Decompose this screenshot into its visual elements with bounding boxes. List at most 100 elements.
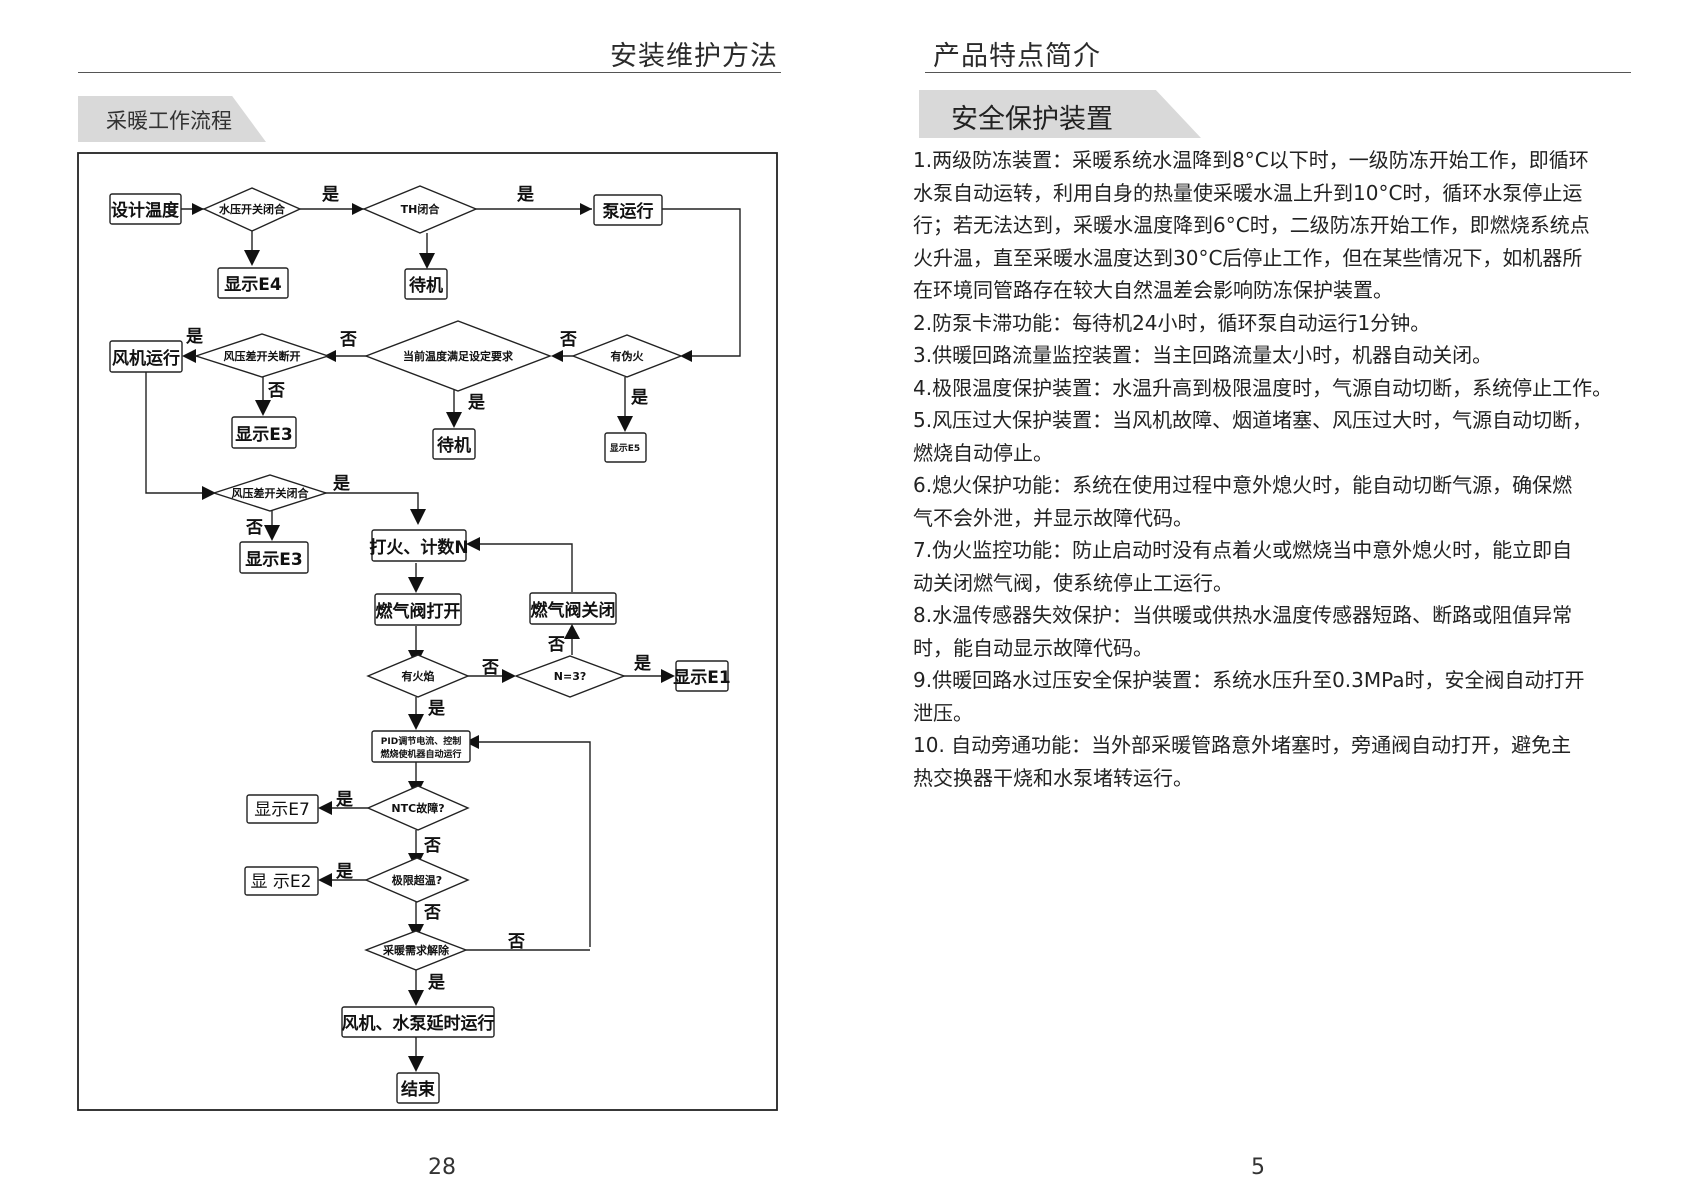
list-item: 燃烧自动停止。 (913, 440, 1053, 465)
flowchart-connectors (145, 208, 741, 1060)
list-item: 泄压。 (913, 700, 973, 725)
list-item: 3.供暖回路流量监控装置：当主回路流量太小时，机器自动关闭。 (913, 343, 1493, 367)
right-page-number: 5 (1251, 1155, 1265, 1180)
decision-wind-switch-open: 风压差开关断开 (193, 333, 331, 378)
right-page-header: 产品特点简介 (933, 41, 1101, 72)
branch-yes-label: 是 (336, 862, 353, 882)
right-header-rule (925, 72, 1631, 73)
box-label: 结束 (401, 1079, 435, 1100)
box-show-e3-a: 显示E3 (231, 416, 297, 449)
list-item: 8.水温传感器失效保护：当供暖或供热水温度传感器短路、断路或阻值异常 (913, 603, 1573, 627)
list-item: 4.极限温度保护装置：水温升高到极限温度时，气源自动切断，系统停止工作。 (913, 375, 1613, 400)
box-show-e1: 显示E1 (673, 660, 731, 692)
box-label: PID调节电流、控制 (381, 735, 461, 747)
decision-water-pressure-switch: 水压开关闭合 (202, 187, 302, 232)
box-standby-2: 待机 (432, 428, 476, 460)
list-item: 1.两级防冻装置：采暖系统水温降到8°C以下时，一级防冻开始工作，即循环 (913, 148, 1589, 172)
decision-limit-overheat: 极限超温? (364, 857, 470, 903)
box-label: 显示E4 (224, 275, 282, 295)
box-design-temp: 设计温度 (109, 193, 182, 225)
branch-no-label: 否 (423, 903, 441, 923)
box-label: 设计温度 (111, 200, 180, 221)
branch-no-label: 否 (267, 381, 285, 401)
decision-label: 风压差开关断开 (224, 349, 301, 363)
box-ignite-count: 打火、计数N (369, 529, 469, 562)
decision-label: NTC故障? (391, 801, 444, 815)
box-pump-running: 泵运行 (593, 194, 663, 226)
branch-yes-label: 是 (428, 973, 445, 993)
branch-no-label: 否 (245, 518, 263, 538)
decision-label: TH闭合 (401, 202, 441, 216)
list-item: 时，能自动显示故障代码。 (913, 635, 1153, 660)
branch-no-label: 否 (559, 330, 577, 350)
branch-no-label: 否 (547, 635, 565, 655)
list-item: 水泵自动运转，利用自身的热量使采暖水温上升到10°C时，循环水泵停止运 (913, 180, 1583, 205)
branch-no-label: 否 (481, 658, 499, 678)
branch-yes-label: 是 (634, 654, 651, 674)
decision-heat-demand-off: 采暖需求解除 (364, 930, 468, 971)
box-fan-running: 风机运行 (109, 340, 183, 373)
list-item: 气不会外泄，并显示故障代码。 (913, 505, 1193, 530)
decision-false-flame: 有伪火 (571, 334, 683, 378)
box-label: 显示E3 (245, 550, 302, 570)
branch-yes-label: 是 (186, 327, 203, 347)
box-label: 泵运行 (603, 201, 654, 222)
right-section-title: 安全保护装置 (951, 104, 1113, 135)
flowchart-frame (77, 152, 778, 1111)
decision-has-flame: 有火焰 (366, 654, 470, 698)
box-show-e7: 显示E7 (246, 794, 319, 824)
box-label: 待机 (437, 435, 471, 456)
box-gas-valve-close: 燃气阀关闭 (529, 592, 617, 625)
branch-no-label: 否 (423, 836, 441, 856)
decision-label: 采暖需求解除 (382, 943, 450, 957)
list-item: 2.防泵卡滞功能：每待机24小时，循环泵自动运行1分钟。 (913, 310, 1431, 335)
branch-yes-label: 是 (336, 790, 353, 810)
box-fan-pump-delay: 风机、水泵延时运行 (341, 1006, 495, 1038)
list-item: 动关闭燃气阀，使系统停止工运行。 (913, 570, 1233, 595)
list-item: 10. 自动旁通功能：当外部采暖管路意外堵塞时，旁通阀自动打开，避免主 (913, 733, 1572, 757)
list-item: 火升温，直至采暖水温度达到30°C后停止工作，但在某些情况下，如机器所 (913, 245, 1583, 270)
box-label: 显示E5 (610, 443, 640, 454)
box-gas-valve-open: 燃气阀打开 (374, 593, 462, 626)
left-section-title: 采暖工作流程 (106, 109, 232, 133)
decision-label: 有火焰 (402, 669, 435, 683)
safety-feature-list: 1.两级防冻装置：采暖系统水温降到8°C以下时，一级防冻开始工作，即循环 水泵自… (913, 144, 1648, 794)
branch-no-label: 否 (507, 932, 525, 952)
branch-no-label: 否 (339, 330, 357, 350)
decision-label: 风压差开关闭合 (232, 486, 310, 500)
branch-yes-label: 是 (322, 185, 339, 205)
left-header-rule (78, 72, 781, 73)
box-label: 显示E3 (235, 425, 292, 445)
flowchart-branch-labels: 是 是 是 否 否 否 是 是 是 否 否 否 是 是 是 否 是 否 否 是 (186, 185, 651, 993)
box-show-e3-b: 显示E3 (239, 541, 309, 574)
list-item: 9.供暖回路水过压安全保护装置：系统水压升至0.3MPa时，安全阀自动打开 (913, 668, 1585, 692)
list-item: 行；若无法达到，采暖水温度降到6°C时，二级防冻开始工作，即燃烧系统点 (913, 213, 1590, 237)
decision-temp-meets-setting: 当前温度满足设定要求 (364, 320, 552, 392)
box-show-e2: 显 示E2 (244, 866, 319, 896)
decision-th-closed: TH闭合 (362, 185, 478, 234)
decision-label: 有伪火 (611, 349, 645, 363)
list-item: 7.伪火监控功能：防止启动时没有点着火或燃烧当中意外熄火时，能立即自 (913, 538, 1573, 562)
box-label: 待机 (409, 275, 443, 296)
left-page-number: 28 (428, 1155, 456, 1180)
left-section-tab: 采暖工作流程 (78, 96, 266, 142)
box-label: 打火、计数N (369, 537, 468, 558)
decision-label: 水压开关闭合 (219, 202, 286, 216)
box-label: 风机运行 (112, 348, 180, 369)
decision-label: 极限超温? (392, 873, 442, 887)
box-label: 显示E7 (254, 800, 310, 820)
decision-wind-switch-closed: 风压差开关闭合 (211, 474, 329, 512)
right-section-tab: 安全保护装置 (919, 90, 1201, 138)
list-item: 热交换器干烧和水泵堵转运行。 (913, 765, 1193, 790)
box-standby-1: 待机 (404, 268, 448, 300)
branch-yes-label: 是 (631, 388, 648, 408)
branch-yes-label: 是 (428, 699, 445, 719)
branch-yes-label: 是 (333, 474, 350, 494)
decision-label: 当前温度满足设定要求 (403, 349, 514, 363)
decision-ntc-fault: NTC故障? (366, 785, 470, 831)
box-label: 显示E1 (673, 668, 730, 688)
box-pid-control: PID调节电流、控制 燃烧使机器自动运行 (371, 730, 471, 763)
left-page-header: 安装维护方法 (610, 41, 778, 72)
box-end: 结束 (396, 1072, 440, 1104)
